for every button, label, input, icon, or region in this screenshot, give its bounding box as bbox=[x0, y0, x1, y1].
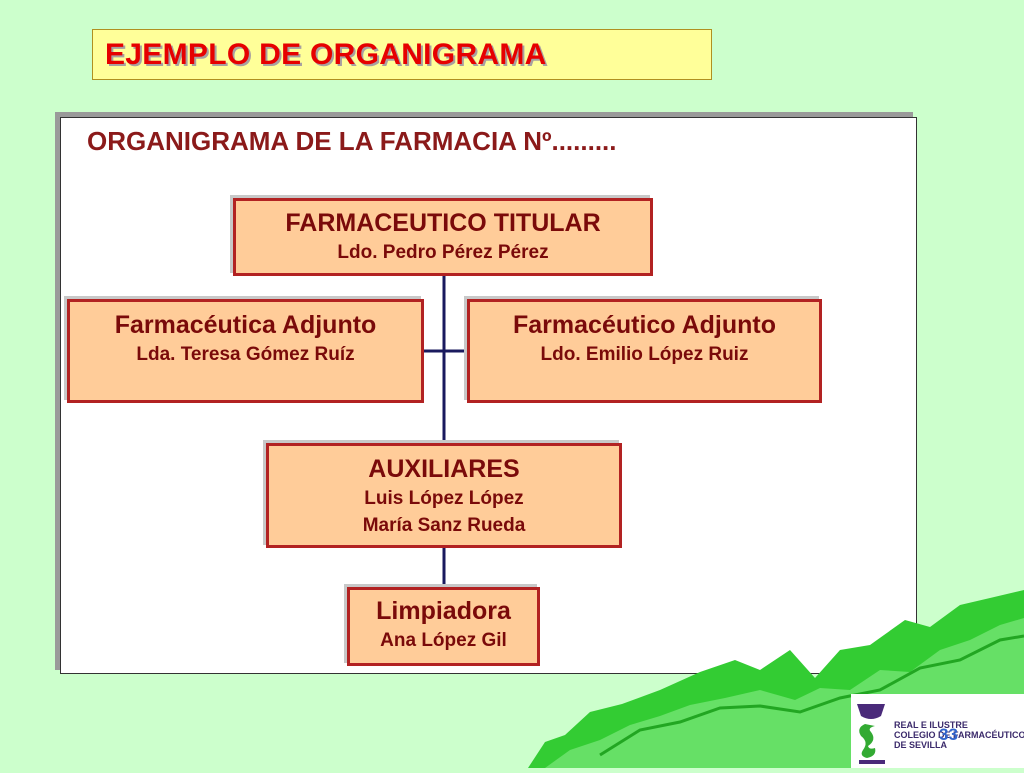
org-chart-title: ORGANIGRAMA DE LA FARMACIA Nº......... bbox=[87, 126, 617, 156]
node-name: Lda. Teresa Gómez Ruíz bbox=[136, 344, 355, 365]
node-name: María Sanz Rueda bbox=[362, 515, 526, 536]
page-number: 33 bbox=[939, 725, 958, 744]
node-auxiliares: AUXILIARES Luis López López María Sanz R… bbox=[266, 443, 622, 548]
hills-ridge bbox=[599, 634, 1024, 757]
node-title: Limpiadora bbox=[376, 597, 511, 625]
node-farmaceutico-titular: FARMACEUTICO TITULAR Ldo. Pedro Pérez Pé… bbox=[233, 198, 653, 276]
node-title: AUXILIARES bbox=[368, 455, 520, 483]
college-name: REAL E ILUSTRE COLEGIO DE FARMACÉUTICOS … bbox=[894, 720, 1024, 750]
slide-title-box: EJEMPLO DE ORGANIGRAMA bbox=[92, 29, 712, 80]
node-name: Luis López López bbox=[364, 488, 524, 509]
college-name-line: REAL E ILUSTRE bbox=[894, 720, 968, 730]
college-name-line: DE SEVILLA bbox=[894, 740, 948, 750]
node-title: Farmacéutico Adjunto bbox=[513, 311, 776, 339]
node-name: Ldo. Emilio López Ruiz bbox=[540, 344, 749, 365]
college-name-line: COLEGIO DE FARMACÉUTICOS bbox=[894, 730, 1024, 740]
college-logo: REAL E ILUSTRE COLEGIO DE FARMACÉUTICOS … bbox=[851, 694, 1024, 768]
node-farmaceutico-adjunto: Farmacéutico Adjunto Ldo. Emilio López R… bbox=[467, 299, 822, 403]
node-title: Farmacéutica Adjunto bbox=[114, 311, 377, 339]
node-limpiadora: Limpiadora Ana López Gil bbox=[347, 587, 540, 666]
node-title: FARMACEUTICO TITULAR bbox=[285, 209, 601, 237]
node-name: Ldo. Pedro Pérez Pérez bbox=[337, 242, 549, 263]
pharmacy-chalice-s-icon bbox=[857, 704, 885, 764]
node-name: Ana López Gil bbox=[380, 630, 507, 651]
node-farmaceutica-adjunto: Farmacéutica Adjunto Lda. Teresa Gómez R… bbox=[67, 299, 424, 403]
slide-title: EJEMPLO DE ORGANIGRAMA bbox=[105, 38, 547, 71]
org-chart-panel: ORGANIGRAMA DE LA FARMACIA Nº......... F… bbox=[60, 117, 917, 674]
org-chart-connectors bbox=[423, 275, 470, 588]
